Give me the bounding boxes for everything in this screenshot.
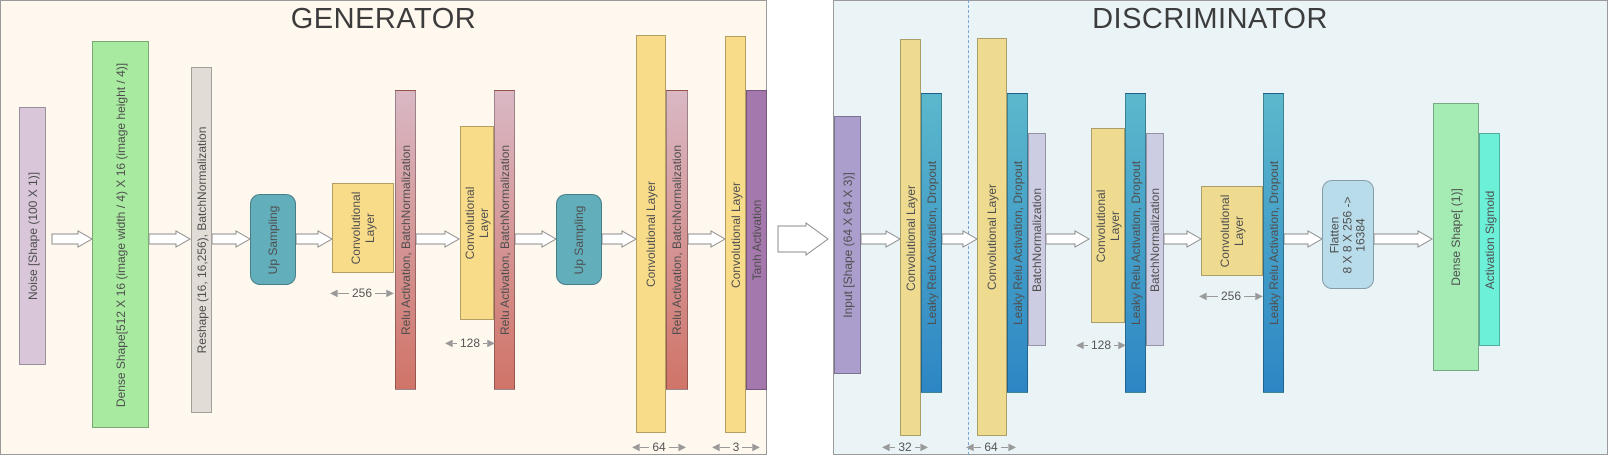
dense-output-layer: Dense Shape[ (1)] <box>1433 103 1479 371</box>
input-label: Input [Shape (64 X 64 X 3)] <box>840 172 855 318</box>
arrow-g2 <box>148 230 192 248</box>
arrow-d2 <box>941 230 979 248</box>
disc-conv-1-label: Convolutional Layer <box>903 184 918 291</box>
flatten-label: Flatten 8 X 8 X 256 -> 16384 <box>1327 195 1368 274</box>
batchnorm-3: BatchNormalization <box>1146 133 1164 346</box>
tanh-activation: Tanh Activation <box>746 90 767 390</box>
conv-layer-3: Convolutional Layer <box>636 35 666 433</box>
arrow-d5 <box>1283 230 1324 248</box>
dim-64-disc: ◀64▶ <box>966 440 1017 454</box>
relu-bn-2-label: Relu Activation, BatchNormalization <box>497 144 512 336</box>
arrow-d1 <box>860 230 902 248</box>
leaky-relu-2: Leaky Relu Activation, Dropout <box>1007 93 1028 393</box>
relu-bn-1: Relu Activation, BatchNormalization <box>395 90 416 390</box>
disc-conv-layer-2: Convolutional Layer <box>977 38 1007 436</box>
leaky-4-label: Leaky Relu Activation, Dropout <box>1266 160 1281 326</box>
dense-output-label: Dense Shape[ (1)] <box>1449 188 1463 286</box>
sigmoid-activation: Activation Sigmoid <box>1479 133 1500 346</box>
bn-2-label: BatchNormalization <box>1030 187 1044 292</box>
input-layer: Input [Shape (64 X 64 X 3)] <box>834 116 861 374</box>
arrow-gen-to-disc <box>777 222 829 256</box>
dim-256-gen: ◀256▶ <box>330 286 394 300</box>
disc-conv-layer-3: Convolutional Layer <box>1091 128 1125 323</box>
sigmoid-label: Activation Sigmoid <box>1482 190 1497 289</box>
leaky-3-label: Leaky Relu Activation, Dropout <box>1128 160 1143 326</box>
disc-conv-layer-4: Convolutional Layer <box>1201 186 1263 276</box>
arrow-d6 <box>1373 230 1434 248</box>
divider-line <box>968 0 969 455</box>
conv-layer-4-label: Convolutional Layer <box>728 181 743 288</box>
conv-layer-1: Convolutional Layer <box>332 183 394 273</box>
batchnorm-2: BatchNormalization <box>1028 133 1046 346</box>
upsampling-2-label: Up Sampling <box>572 205 586 274</box>
disc-conv-layer-1: Convolutional Layer <box>900 39 921 436</box>
bn-3-label: BatchNormalization <box>1148 187 1162 292</box>
discriminator-title: DISCRIMINATOR <box>1092 3 1328 35</box>
arrow-g3 <box>211 230 252 248</box>
dim-128-disc: ◀128▶ <box>1076 338 1126 352</box>
flatten-layer: Flatten 8 X 8 X 256 -> 16384 <box>1322 180 1374 289</box>
arrow-g6 <box>514 230 558 248</box>
dim-256-disc: ◀256▶ <box>1199 289 1263 303</box>
dim-128-gen: ◀128▶ <box>445 336 495 350</box>
reshape-layer: Reshape (16, 16,256), BatchNormalization <box>191 67 212 413</box>
arrow-g5 <box>415 230 461 248</box>
noise-layer: Noise [Shape (100 X 1)] <box>19 107 46 365</box>
leaky-relu-4: Leaky Relu Activation, Dropout <box>1263 93 1284 393</box>
disc-conv-2-label: Convolutional Layer <box>985 183 999 291</box>
leaky-2-label: Leaky Relu Activation, Dropout <box>1010 160 1025 326</box>
relu-bn-2: Relu Activation, BatchNormalization <box>494 90 515 390</box>
dim-3-gen: ◀3▶ <box>712 440 760 454</box>
reshape-label: Reshape (16, 16,256), BatchNormalization <box>194 126 209 354</box>
generator-title: GENERATOR <box>290 3 477 35</box>
dense-layer: Dense Shape[512 X 16 (image width / 4) X… <box>92 41 149 428</box>
leaky-1-label: Leaky Relu Activation, Dropout <box>924 160 939 326</box>
arrow-g1 <box>51 230 94 248</box>
dim-32-disc: ◀32▶ <box>882 440 929 454</box>
upsampling-2: Up Sampling <box>556 194 602 285</box>
dim-64-gen: ◀64▶ <box>632 440 687 454</box>
conv-layer-2: Convolutional Layer <box>460 126 494 320</box>
tanh-label: Tanh Activation <box>749 199 764 281</box>
upsampling-1: Up Sampling <box>250 194 296 285</box>
leaky-relu-3: Leaky Relu Activation, Dropout <box>1125 93 1146 393</box>
relu-bn-3-label: Relu Activation, BatchNormalization <box>670 144 684 336</box>
dense-label: Dense Shape[512 X 16 (image width / 4) X… <box>113 62 128 407</box>
conv-layer-3-label: Convolutional Layer <box>644 180 658 288</box>
conv-layer-4: Convolutional Layer <box>725 36 746 433</box>
disc-conv-4-label: Convolutional Layer <box>1218 194 1246 268</box>
arrow-g8 <box>687 230 727 248</box>
upsampling-1-label: Up Sampling <box>266 205 280 274</box>
arrow-d3 <box>1045 230 1091 248</box>
relu-bn-3: Relu Activation, BatchNormalization <box>666 90 688 390</box>
leaky-relu-1: Leaky Relu Activation, Dropout <box>921 93 942 393</box>
arrow-d4 <box>1163 230 1203 248</box>
relu-bn-1-label: Relu Activation, BatchNormalization <box>398 144 413 336</box>
disc-conv-3-label: Convolutional Layer <box>1094 189 1122 262</box>
conv-layer-2-label: Convolutional Layer <box>463 186 491 260</box>
noise-label: Noise [Shape (100 X 1)] <box>25 171 40 301</box>
arrow-g7 <box>601 230 638 248</box>
conv-layer-1-label: Convolutional Layer <box>349 191 377 265</box>
arrow-g4 <box>295 230 334 248</box>
